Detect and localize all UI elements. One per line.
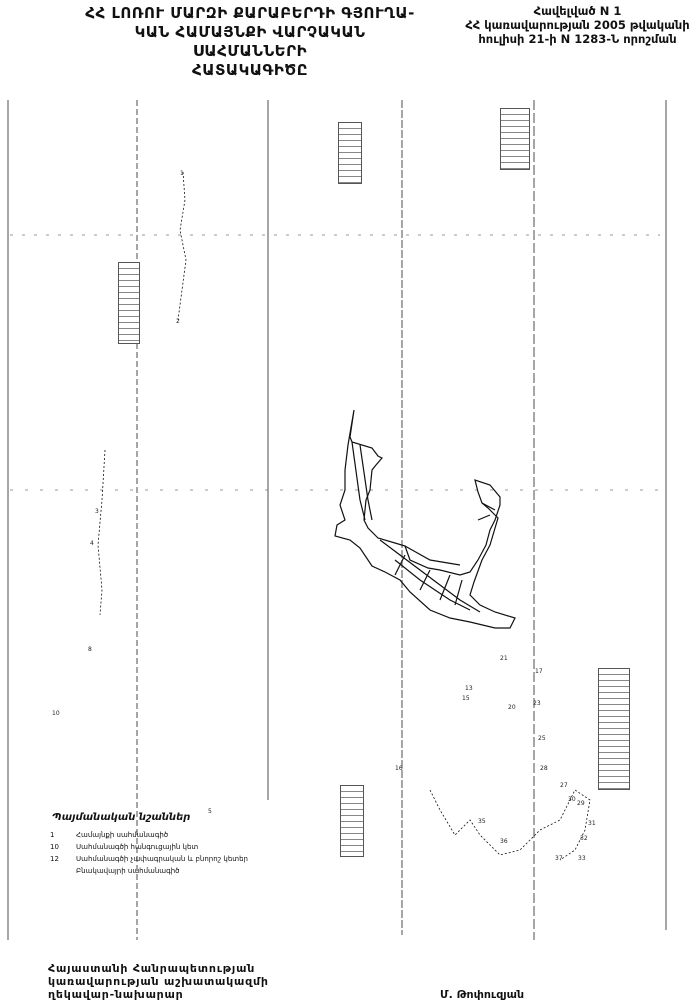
point-label: 29: [577, 800, 585, 807]
point-label: 30: [568, 796, 576, 803]
coordinate-table: [598, 668, 630, 790]
position-line: ղեկավար-նախարար: [48, 988, 184, 1001]
point-label: 37: [555, 855, 563, 862]
coordinate-table: [500, 108, 530, 170]
position-line: Հայաստանի Հանրապետության: [48, 962, 256, 975]
point-label: 36: [500, 838, 508, 845]
point-label: 16: [395, 765, 403, 772]
point-label: 28: [540, 765, 548, 772]
point-label: 5: [208, 808, 212, 815]
document-title: ՀՀ ԼՈՌՈՒ ՄԱՐԶԻ ՔԱՐԱԲԵՐԴԻ ԳՅՈՒՂԱ- ԿԱՆ ՀԱՄ…: [80, 4, 420, 80]
title-line: ՀԱՏԱԿԱԳԻԾԸ: [192, 61, 308, 79]
signatory-name: Մ. Թոփուզյան: [440, 988, 525, 1001]
legend-item: Բնակավայրի սահմանագիծ: [50, 865, 248, 877]
point-label: 21: [500, 655, 508, 662]
point-label: 8: [88, 646, 92, 653]
point-label: 35: [478, 818, 486, 825]
coordinate-table: [338, 122, 362, 184]
point-label: 27: [560, 782, 568, 789]
point-label: 33: [578, 855, 586, 862]
point-label: 31: [588, 820, 596, 827]
point-label: 3: [95, 508, 99, 515]
legend-symbol: 10: [50, 843, 59, 851]
legend-item: 10 Սահմանագծի հանգուցային կետ: [50, 841, 248, 853]
point-label: 13: [465, 685, 473, 692]
point-label: 17: [535, 668, 543, 675]
point-label: 10: [52, 710, 60, 717]
point-label: 2: [176, 318, 180, 325]
legend-symbol: 1: [50, 831, 55, 839]
legend: Պայմանական նշաններ 1 Համայնքի սահմանագիծ…: [50, 812, 248, 877]
legend-label: Բնակավայրի սահմանագիծ: [76, 867, 180, 875]
legend-label: Սահմանագծի հանգուցային կետ: [76, 843, 199, 851]
sheet-grid-lines: [7, 100, 667, 940]
title-line: ԿԱՆ ՀԱՄԱՅՆՔԻ ՎԱՐՉԱԿԱՆ ՍԱՀՄԱՆՆԵՐԻ: [134, 23, 366, 60]
point-label: 20: [508, 704, 516, 711]
legend-title: Պայմանական նշաններ: [52, 812, 191, 823]
signatory-position: Հայաստանի Հանրապետության կառավարության ա…: [48, 962, 269, 1001]
point-label: 15: [462, 695, 470, 702]
annex-note: Հավելված N 1 ՀՀ կառավարության 2005 թվակա…: [455, 4, 699, 46]
point-label: 32: [580, 835, 588, 842]
point-label: 23: [533, 700, 541, 707]
legend-label: Համայնքի սահմանագիծ: [76, 831, 169, 839]
point-label: 1: [180, 170, 184, 177]
legend-label: Սահմանագծի չափագրական և բնորոշ կետեր: [76, 855, 248, 863]
legend-item: 12 Սահմանագծի չափագրական և բնորոշ կետեր: [50, 853, 248, 865]
community-boundary: [97, 171, 591, 861]
annex-line: հուլիսի 21-ի N 1283-Ն որոշման: [478, 32, 677, 46]
coordinate-table: [340, 785, 364, 857]
annex-line: Հավելված N 1: [533, 4, 622, 18]
title-line: ՀՀ ԼՈՌՈՒ ՄԱՐԶԻ ՔԱՐԱԲԵՐԴԻ ԳՅՈՒՂԱ-: [85, 4, 415, 22]
legend-symbol: 12: [50, 855, 59, 863]
coordinate-table: [118, 262, 140, 344]
point-label: 25: [538, 735, 546, 742]
legend-item: 1 Համայնքի սահմանագիծ: [50, 829, 248, 841]
point-label: 4: [90, 540, 94, 547]
annex-line: ՀՀ կառավարության 2005 թվականի: [465, 18, 690, 32]
position-line: կառավարության աշխատակազմի: [48, 975, 269, 988]
